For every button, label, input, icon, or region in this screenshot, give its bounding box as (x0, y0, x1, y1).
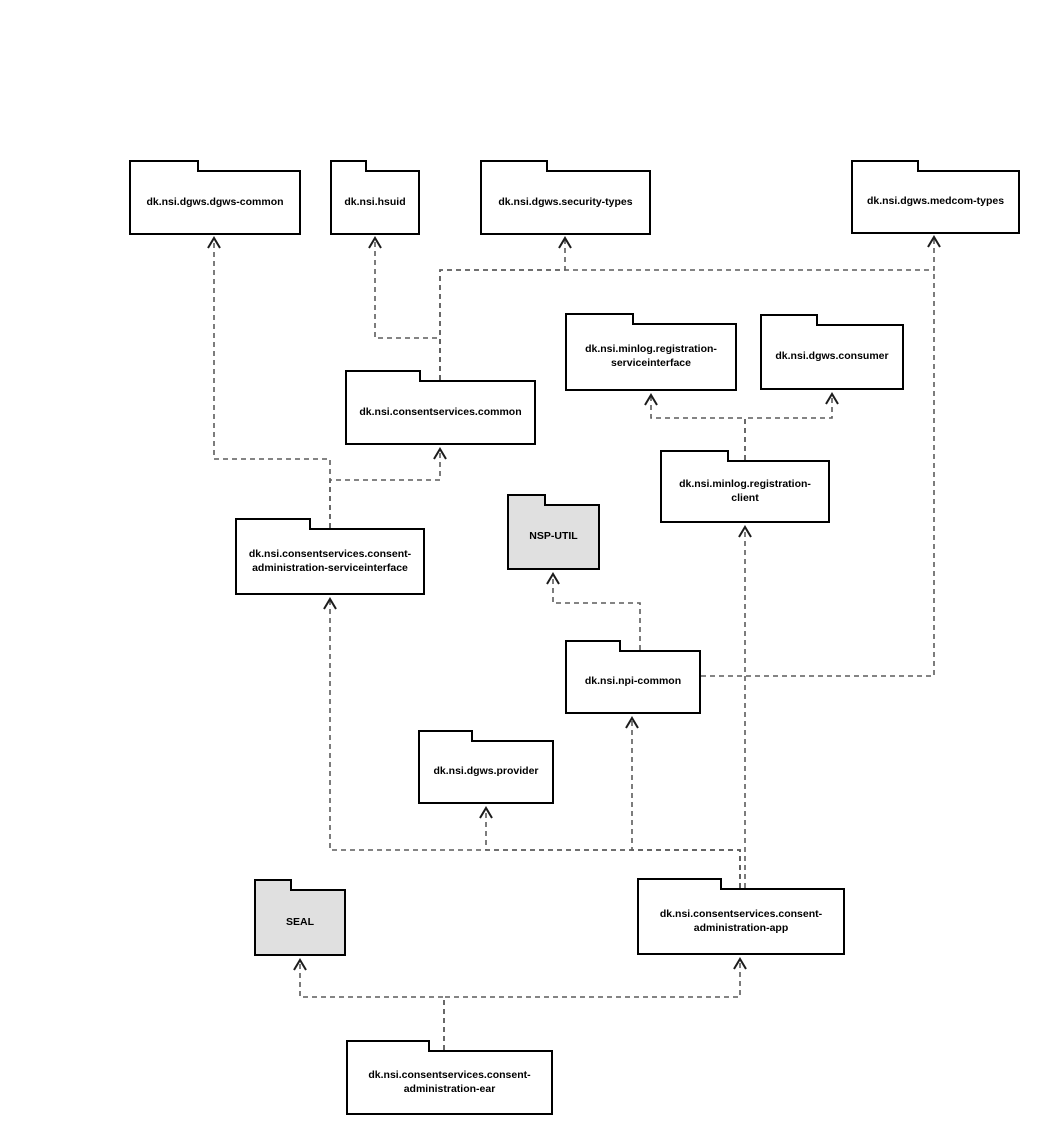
edge-ca-ear-to-ca-app (443, 957, 747, 1050)
edge-ca-app-to-npi-common (625, 716, 741, 888)
package-label: NSP-UTIL (529, 530, 578, 543)
package-tab (660, 450, 729, 462)
package-hsuid: dk.nsi.hsuid (330, 160, 420, 235)
package-label: dk.nsi.minlog.registration-serviceinterf… (585, 343, 717, 369)
edge-consentservices-common-to-security-types (439, 236, 572, 380)
package-seal: SEAL (254, 879, 346, 956)
package-security-types: dk.nsi.dgws.security-types (480, 160, 651, 235)
package-label: SEAL (285, 915, 314, 928)
package-label: dk.nsi.dgws.medcom-types (866, 195, 1005, 208)
package-tab (760, 314, 818, 326)
package-npi-common: dk.nsi.npi-common (565, 640, 701, 714)
edge-consentservices-common-to-medcom-types (439, 235, 941, 380)
package-consent-administration-app: dk.nsi.consentservices.consent-administr… (637, 878, 845, 955)
package-label: dk.nsi.dgws.consumer (775, 350, 889, 363)
edge-ca-ear-to-seal (293, 958, 445, 1050)
edge-minlog-client-to-dgws-consumer (744, 392, 839, 460)
edge-ca-app-to-dgws-provider (479, 806, 741, 888)
package-nsp-util: NSP-UTIL (507, 494, 600, 570)
package-tab (507, 494, 546, 506)
package-tab (480, 160, 548, 172)
package-tab (418, 730, 473, 742)
edge-ca-serviceinterface-to-consentservices-common (329, 447, 447, 528)
package-label: dk.nsi.dgws.dgws-common (146, 195, 284, 208)
package-medcom-types: dk.nsi.dgws.medcom-types (851, 160, 1020, 234)
package-label: dk.nsi.minlog.registration-client (679, 477, 811, 504)
package-minlog-registration-client: dk.nsi.minlog.registration-client (660, 450, 830, 523)
package-label: dk.nsi.consentservices.consent-administr… (248, 547, 412, 574)
package-consent-administration-serviceinterface: dk.nsi.consentservices.consent-administr… (235, 518, 425, 595)
package-tab (346, 1040, 430, 1052)
package-label: dk.nsi.consentservices.consent-administr… (368, 1068, 531, 1095)
package-tab (235, 518, 311, 530)
package-label: dk.nsi.dgws.provider (433, 765, 539, 778)
package-label: dk.nsi.consentservices.consent-administr… (659, 907, 823, 934)
edge-npi-common-to-nsp-util (546, 572, 641, 650)
edge-ca-app-to-minlog-client (738, 525, 752, 888)
package-label: dk.nsi.consentservices.common (359, 405, 522, 418)
package-tab (129, 160, 199, 172)
package-consent-administration-ear: dk.nsi.consentservices.consent-administr… (346, 1040, 553, 1115)
package-dgws-consumer: dk.nsi.dgws.consumer (760, 314, 904, 390)
package-minlog-registration-serviceinterface: dk.nsi.minlog.registration-serviceinterf… (565, 313, 737, 391)
edge-consentservices-common-to-hsuid (368, 236, 441, 380)
package-label: dk.nsi.hsuid (344, 195, 406, 208)
edge-ca-serviceinterface-to-dgws-common (207, 236, 331, 528)
package-tab (565, 313, 634, 325)
package-tab (851, 160, 919, 172)
package-tab (254, 879, 292, 891)
package-label: dk.nsi.dgws.security-types (498, 195, 633, 208)
package-tab (330, 160, 367, 172)
package-tab (637, 878, 722, 890)
package-dgws-common: dk.nsi.dgws.dgws-common (129, 160, 301, 235)
package-tab (345, 370, 421, 382)
package-consentservices-common: dk.nsi.consentservices.common (345, 370, 536, 445)
package-tab (565, 640, 621, 652)
package-label: dk.nsi.npi-common (584, 675, 682, 688)
package-dgws-provider: dk.nsi.dgws.provider (418, 730, 554, 804)
